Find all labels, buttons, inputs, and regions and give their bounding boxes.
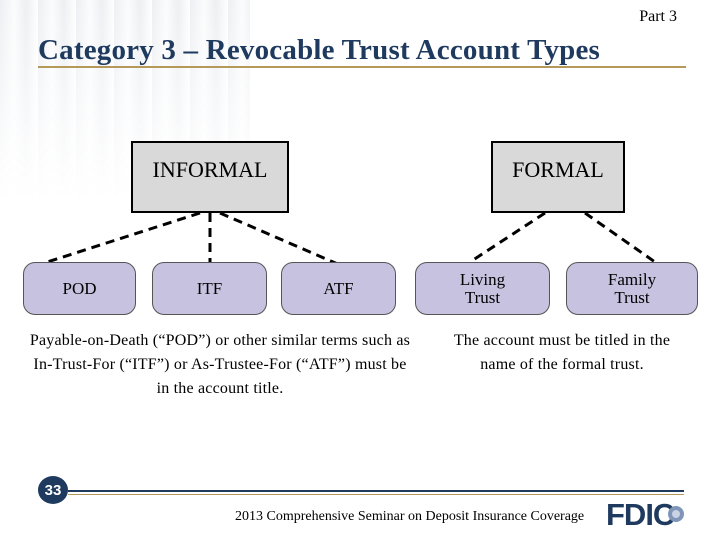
connector-informal-pod	[37, 211, 201, 267]
itf-label: ITF	[196, 278, 223, 298]
pod-label: POD	[62, 278, 97, 298]
title-divider	[38, 66, 686, 68]
formal-description: The account must be titled in the name o…	[453, 332, 671, 373]
footer-divider	[68, 490, 684, 492]
fdic-logo-mark: FDIC	[606, 497, 684, 530]
fdic-logo: FDIC	[606, 496, 686, 530]
connector-formal-family	[584, 211, 656, 264]
part-label: Part 3	[639, 8, 677, 25]
informal-description: Payable-on-Death (“POD”) or other simila…	[29, 332, 411, 397]
slide-number-badge: 33	[38, 476, 68, 504]
informal-box: INFORMAL	[131, 141, 289, 213]
footer-divider-accent	[68, 494, 684, 495]
atf-box: ATF	[281, 262, 396, 315]
footer-text: 2013 Comprehensive Seminar on Deposit In…	[235, 509, 585, 524]
connector-informal-atf	[219, 211, 341, 267]
formal-box: FORMAL	[491, 141, 625, 213]
atf-label: ATF	[323, 278, 354, 298]
pod-box: POD	[23, 262, 136, 315]
informal-label: INFORMAL	[152, 157, 268, 182]
itf-box: ITF	[152, 262, 267, 315]
svg-text:FDIC: FDIC	[606, 497, 675, 530]
connector-formal-living	[469, 211, 546, 264]
formal-label: FORMAL	[512, 157, 604, 182]
living-trust-box: Living Trust	[415, 262, 550, 315]
family-trust-label: Family Trust	[607, 269, 657, 307]
slide-title: Category 3 – Revocable Trust Account Typ…	[38, 34, 601, 66]
family-trust-box: Family Trust	[566, 262, 698, 315]
living-trust-label: Living Trust	[459, 269, 506, 307]
